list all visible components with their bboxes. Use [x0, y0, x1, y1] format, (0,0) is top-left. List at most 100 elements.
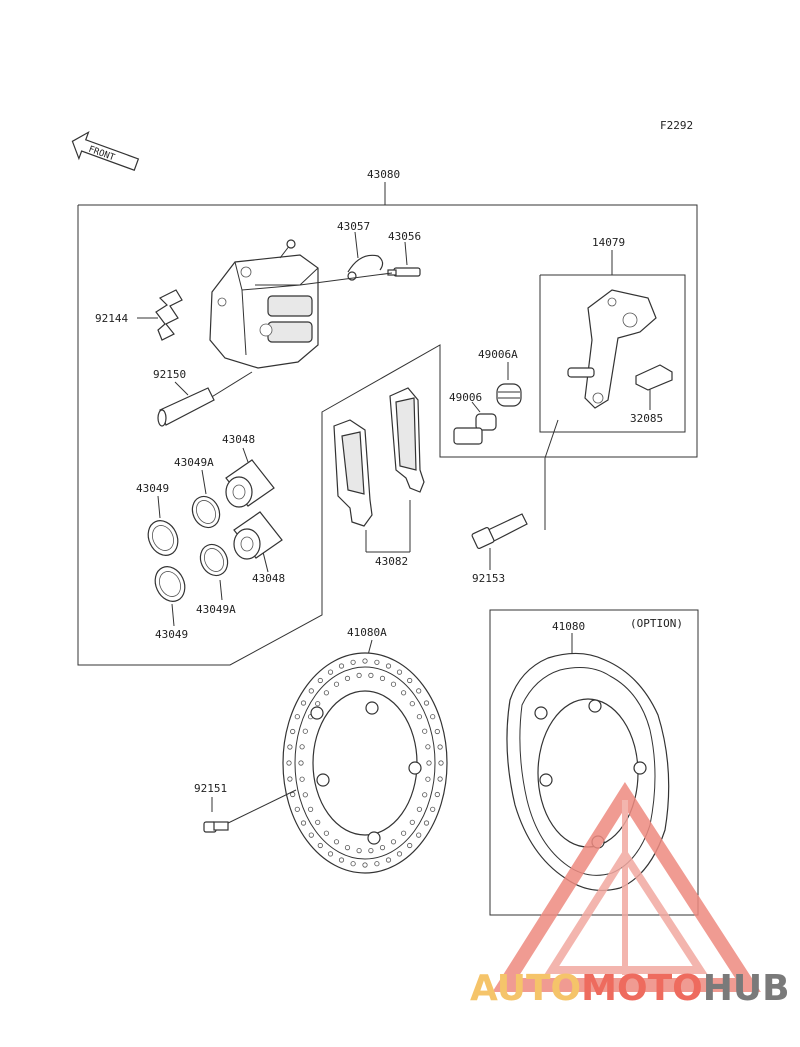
label-32085: 32085 [630, 412, 663, 425]
disc-drill-hole [426, 760, 432, 766]
label-14079: 14079 [592, 236, 625, 249]
disc-drill-hole [422, 728, 428, 734]
disc-drill-hole [290, 791, 296, 798]
caliper-assembly-frame [77, 182, 698, 666]
disc-drill-hole [409, 701, 415, 707]
disc-drill-hole [390, 681, 397, 687]
label-49006: 49006 [449, 391, 482, 404]
disc-drill-hole [344, 844, 351, 851]
disc-drill-hole [300, 700, 307, 706]
disc-drill-hole [407, 842, 413, 849]
disc-drill-hole [396, 851, 403, 857]
disc-drill-hole [317, 842, 323, 849]
seal-43049A-upper [191, 495, 221, 529]
disc-drill-hole [333, 681, 340, 687]
option-label: (OPTION) [630, 617, 683, 630]
disc-drill-hole [338, 663, 345, 669]
disc-drill-hole [400, 830, 407, 836]
disc-drill-hole [374, 659, 380, 665]
label-43057: 43057 [337, 220, 370, 233]
disc-drill-hole [300, 820, 307, 826]
figure-code: F2292 [660, 119, 693, 132]
disc-drill-hole [327, 669, 334, 675]
seal-43049A-lower [199, 543, 229, 577]
disc-drill-hole [425, 776, 431, 782]
disc-drill-hole [425, 744, 431, 750]
disc-drill-hole [356, 672, 362, 679]
part-92150 [157, 371, 253, 427]
disc-drill-hole [287, 776, 293, 782]
disc-drill-hole [385, 663, 392, 669]
watermark-text: AUTOMOTOHUB [470, 968, 790, 1009]
brake-disc-41080A [282, 652, 448, 874]
disc-drill-hole [409, 819, 415, 825]
piston-lower [233, 511, 283, 560]
part-92144 [155, 289, 183, 341]
disc-drill-hole [379, 675, 386, 682]
disc-drill-hole [323, 690, 329, 696]
disc-drill-hole [299, 776, 305, 782]
disc-drill-hole [362, 862, 368, 868]
piston-upper [225, 459, 275, 508]
caliper-body [209, 239, 319, 369]
disc-drill-hole [368, 672, 374, 679]
label-49006A: 49006A [478, 348, 518, 361]
label-92151: 92151 [194, 782, 227, 795]
disc-drill-hole [407, 677, 413, 684]
label-92153: 92153 [472, 572, 505, 585]
bracket-subframe [539, 250, 686, 433]
disc-drill-hole [400, 690, 407, 696]
disc-drill-hole [308, 688, 314, 694]
disc-drill-hole [434, 728, 440, 735]
seal-43049-lower [154, 566, 186, 602]
part-92151 [203, 821, 229, 833]
disc-drill-hole [286, 760, 292, 766]
caliper-bracket [567, 289, 657, 409]
front-direction-arrow: FRONT [71, 130, 140, 171]
disc-drill-hole [350, 659, 356, 665]
disc-drill-hole [323, 830, 329, 836]
label-43049A-a: 43049A [174, 456, 214, 469]
disc-drill-hole [302, 792, 308, 798]
disc-drill-hole [368, 847, 374, 854]
disc-drill-hole [434, 791, 440, 798]
disc-drill-hole [385, 857, 392, 863]
disc-drill-hole [416, 806, 422, 812]
label-43049-a: 43049 [136, 482, 169, 495]
label-43048-b: 43048 [252, 572, 285, 585]
disc-drill-hole [344, 675, 351, 682]
disc-drill-hole [422, 792, 428, 798]
disc-drill-hole [333, 839, 340, 845]
label-43082: 43082 [375, 555, 408, 568]
disc-drill-hole [356, 847, 362, 854]
disc-drill-hole [317, 677, 323, 684]
disc-drill-hole [437, 744, 443, 750]
label-41080: 41080 [552, 620, 585, 633]
label-43048-a: 43048 [222, 433, 255, 446]
watermark-logo [492, 782, 761, 992]
label-41080A: 41080A [347, 626, 387, 639]
part-43056 [299, 267, 421, 286]
part-92153 [471, 513, 528, 549]
label-43049A-b: 43049A [196, 603, 236, 616]
disc-drill-hole [299, 744, 305, 750]
seal-43049-upper [147, 520, 179, 556]
disc-drill-hole [327, 851, 334, 857]
part-32085 [635, 364, 673, 391]
disc-drill-hole [294, 714, 300, 720]
disc-drill-hole [315, 701, 321, 707]
disc-drill-hole [294, 806, 300, 812]
label-43049-b: 43049 [155, 628, 188, 641]
disc-drill-hole [315, 819, 321, 825]
disc-drill-hole [298, 760, 304, 766]
disc-drill-hole [362, 658, 368, 664]
part-49006A [496, 383, 522, 407]
part-49006 [453, 413, 497, 445]
disc-drill-hole [423, 820, 430, 826]
disc-drill-hole [302, 728, 308, 734]
label-92144: 92144 [95, 312, 128, 325]
disc-drill-hole [416, 832, 422, 838]
disc-drill-hole [423, 700, 430, 706]
disc-drill-hole [374, 861, 380, 867]
